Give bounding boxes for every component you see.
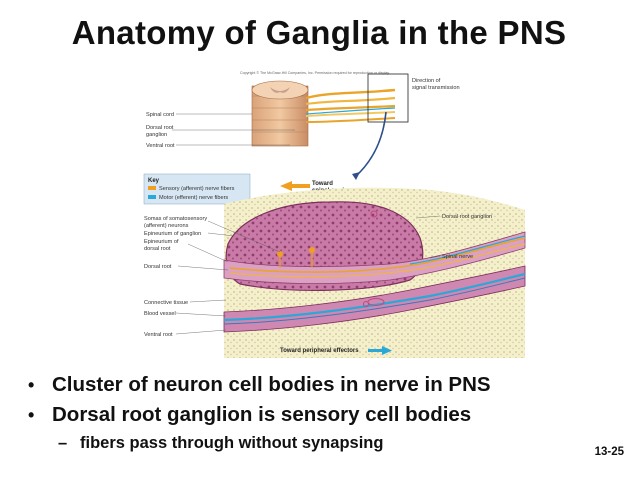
label-toward-effectors: Toward peripheral effectors xyxy=(280,348,359,354)
label-dorsal-root-ganglion-right: Dorsal root ganglion xyxy=(442,214,492,220)
label-direction-2: signal transmission xyxy=(412,85,460,91)
copyright-text: Copyright © The McGraw-Hill Companies, I… xyxy=(240,71,390,75)
label-spinal-cord: Spinal cord xyxy=(146,112,174,118)
key-title: Key xyxy=(148,178,160,184)
bullet-dot: • xyxy=(28,405,35,425)
sub-bullet-text: fibers pass through without synapsing xyxy=(80,434,384,452)
label-toward-spinal-1: Toward xyxy=(312,181,333,187)
bullet-dot: • xyxy=(28,375,35,395)
bullet-text: Dorsal root ganglion is sensory cell bod… xyxy=(52,403,472,426)
bullet-list: • Cluster of neuron cell bodies in nerve… xyxy=(24,370,624,456)
label-somas-2: (afferent) neurons xyxy=(144,223,189,229)
label-dorsal-root: Dorsal root xyxy=(144,264,172,270)
sub-bullet-item: – fibers pass through without synapsing xyxy=(24,430,624,456)
label-dorsal-root-ganglion-2: ganglion xyxy=(146,132,167,138)
ganglion-cross-section xyxy=(223,187,526,358)
label-somas-1: Somas of somatosensory xyxy=(144,216,207,222)
bullet-item: • Dorsal root ganglion is sensory cell b… xyxy=(24,400,624,430)
ganglion-anatomy-figure: Copyright © The McGraw-Hill Companies, I… xyxy=(143,71,526,358)
sub-bullet-dash: – xyxy=(58,434,68,452)
label-spinal-nerve: Spinal nerve xyxy=(442,254,473,260)
label-ventral-root: Ventral root xyxy=(144,332,173,338)
label-ventral-root-top: Ventral root xyxy=(146,143,175,149)
bullet-text: Cluster of neuron cell bodies in nerve i… xyxy=(52,373,491,396)
label-epineurium-dorsal-2: dorsal root xyxy=(144,246,171,252)
bullet-item: • Cluster of neuron cell bodies in nerve… xyxy=(24,370,624,400)
label-epineurium-ganglion: Epineurium of ganglion xyxy=(144,231,201,237)
label-connective-tissue: Connective tissue xyxy=(144,300,188,306)
label-epineurium-dorsal-1: Epineurium of xyxy=(144,239,179,245)
key-sensory: Sensory (afferent) nerve fibers xyxy=(159,186,235,192)
label-blood-vessel: Blood vessel xyxy=(144,311,176,317)
slide-number: 13-25 xyxy=(594,446,624,458)
label-direction-1: Direction of xyxy=(412,78,441,84)
spinal-cord-illustration xyxy=(251,73,409,180)
figure-key: Key Sensory (afferent) nerve fibers Moto… xyxy=(143,173,251,205)
label-dorsal-root-ganglion-1: Dorsal root xyxy=(146,125,174,131)
slide-title: Anatomy of Ganglia in the PNS xyxy=(71,14,567,51)
key-motor: Motor (efferent) nerve fibers xyxy=(159,195,228,201)
